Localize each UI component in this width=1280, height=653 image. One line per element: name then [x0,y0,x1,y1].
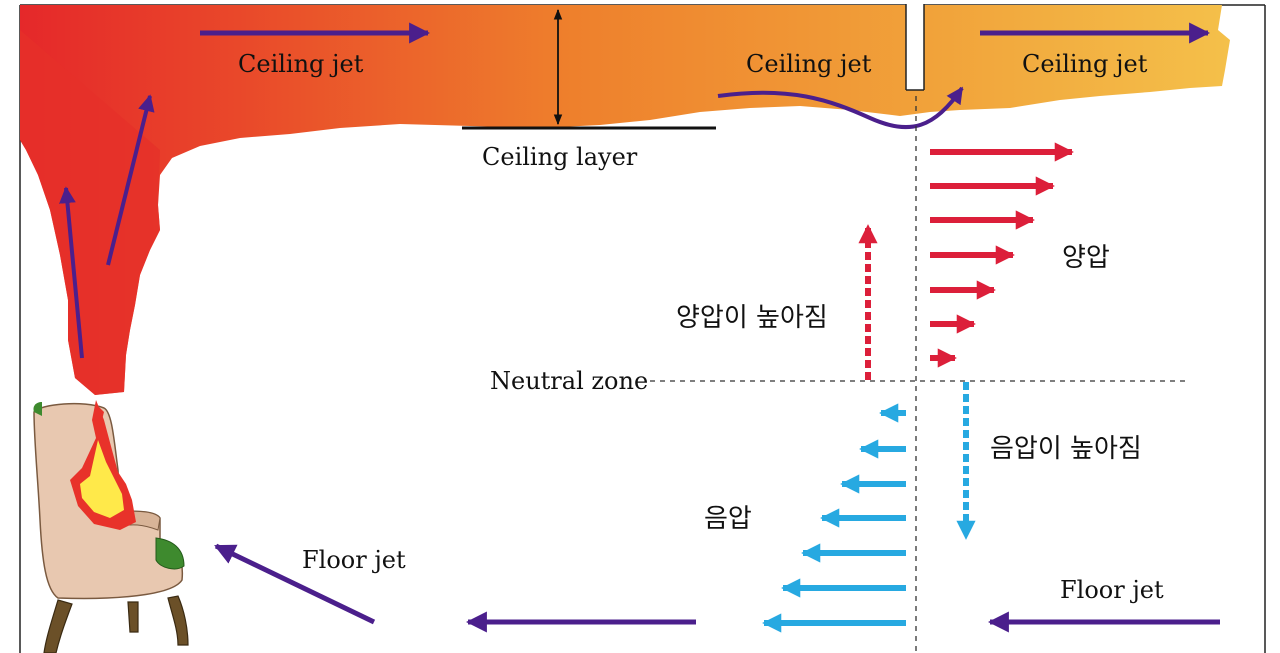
negative-pressure-label: 음압 [704,504,752,534]
smoke-ceiling-layer [20,5,1230,395]
ceiling-jet-label-left: Ceiling jet [238,50,364,78]
ceiling-jet-arrow-middle [717,86,964,130]
negative-pressure-arrows [762,403,906,633]
positive-pressure-label: 양압 [1062,243,1110,273]
positive-pressure-arrows [930,142,1074,368]
floor-jet-label-right: Floor jet [1060,576,1164,604]
plume-arrow-left [59,186,84,359]
plume-arrow-right [106,94,155,266]
neutral-zone-label: Neutral zone [490,367,648,395]
ceiling-vent [906,4,924,90]
negative-pressure-rising-label: 음압이 높아짐 [990,434,1142,464]
positive-pressure-rising-label: 양압이 높아짐 [676,303,828,333]
smoke-plume [20,30,160,395]
floor-jet-arrow-diagonal [214,543,376,625]
ceiling-layer-label: Ceiling layer [482,143,638,171]
ceiling-jet-label-middle: Ceiling jet [746,50,872,78]
flame-icon [70,400,136,530]
ceiling-jet-label-right: Ceiling jet [1022,50,1148,78]
floor-jet-label-left: Floor jet [302,546,406,574]
